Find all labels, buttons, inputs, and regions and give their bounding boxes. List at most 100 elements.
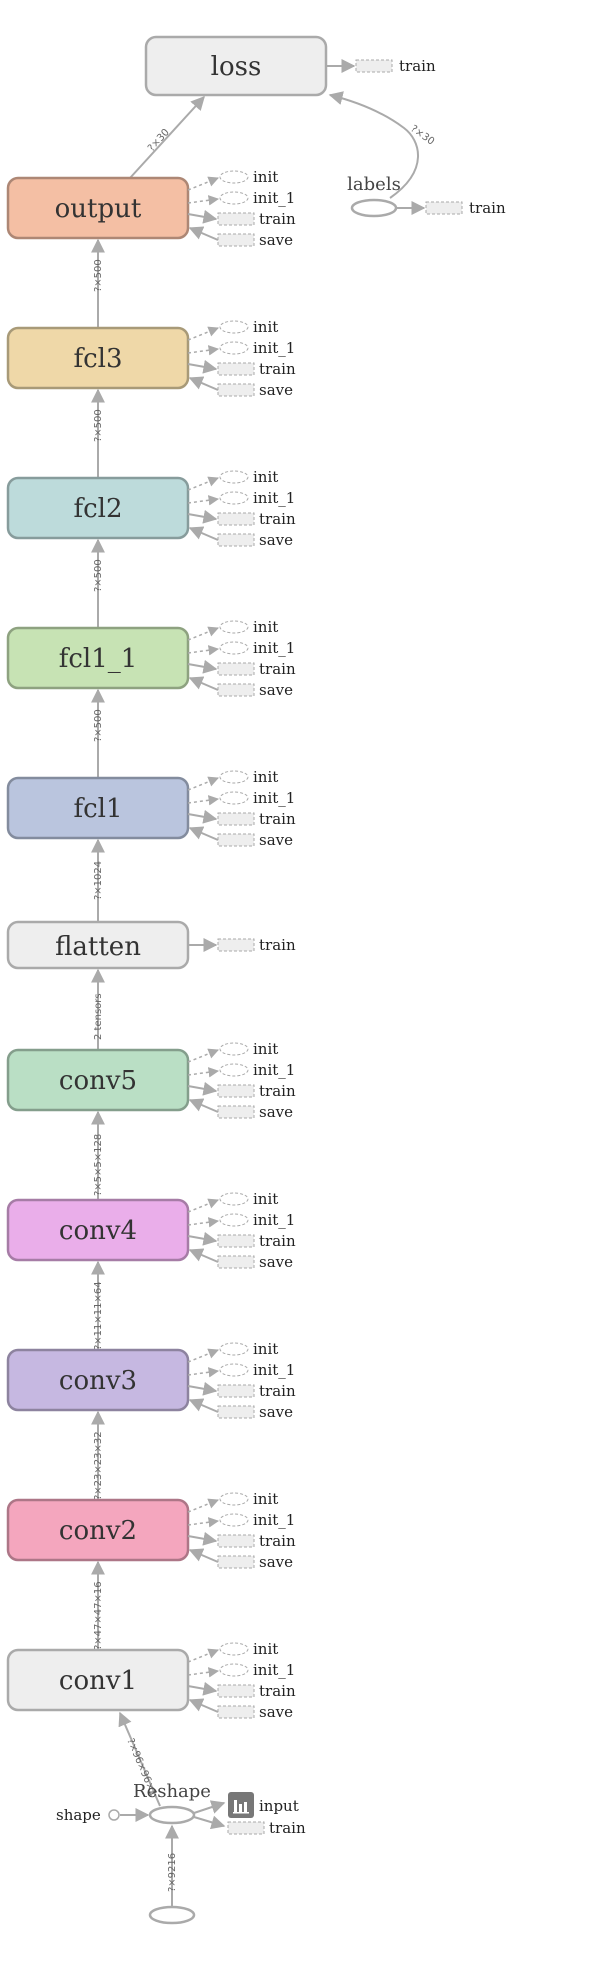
fcl3-init-node[interactable] xyxy=(219,320,249,334)
conv3-init1-node[interactable] xyxy=(219,1363,249,1377)
conv4-train-node[interactable] xyxy=(217,1234,255,1248)
node-conv4[interactable]: conv4 xyxy=(6,1198,190,1262)
reshape-op xyxy=(148,1805,196,1825)
labels-train-label: train xyxy=(469,199,506,217)
conv5-init1-node[interactable] xyxy=(219,1063,249,1077)
reshape-train-label: train xyxy=(269,1819,306,1837)
fcl2-init-node[interactable] xyxy=(219,470,249,484)
fcl1-label: fcl1 xyxy=(73,794,122,824)
node-flatten[interactable]: flatten xyxy=(6,920,190,970)
conv2-train-node[interactable] xyxy=(217,1534,255,1548)
node-loss[interactable]: loss xyxy=(144,35,328,97)
fcl1-train-node[interactable] xyxy=(217,812,255,826)
fcl2-train-node[interactable] xyxy=(217,512,255,526)
fcl1_1-save-node[interactable] xyxy=(217,683,255,697)
output-train-label: train xyxy=(259,210,296,228)
conv3-init-node[interactable] xyxy=(219,1342,249,1356)
conv1-init1-node[interactable] xyxy=(219,1663,249,1677)
fcl1-init1-label: init_1 xyxy=(253,789,295,807)
fcl2-train-label: train xyxy=(259,510,296,528)
fcl2-init1-label: init_1 xyxy=(253,489,295,507)
conv5-init-node[interactable] xyxy=(219,1042,249,1056)
conv5-train-node[interactable] xyxy=(217,1084,255,1098)
fcl2-save-label: save xyxy=(259,531,293,549)
conv2-init1-node[interactable] xyxy=(219,1513,249,1527)
output-save-node[interactable] xyxy=(217,233,255,247)
conv2-save-node[interactable] xyxy=(217,1555,255,1569)
node-conv2[interactable]: conv2 xyxy=(6,1498,190,1562)
node-conv1[interactable]: conv1 xyxy=(6,1648,190,1712)
fcl2-init1-node[interactable] xyxy=(219,491,249,505)
conv3-train-node[interactable] xyxy=(217,1384,255,1398)
output-init-node[interactable] xyxy=(219,170,249,184)
fcl1-fcl1_1-edge-label: ?×500 xyxy=(93,709,104,742)
node-fcl3[interactable]: fcl3 xyxy=(6,326,190,390)
node-conv5[interactable]: conv5 xyxy=(6,1048,190,1112)
fcl3-init-label: init xyxy=(253,318,278,336)
node-fcl1_1[interactable]: fcl1_1 xyxy=(6,626,190,690)
reshape-train-node[interactable] xyxy=(227,1821,265,1835)
input-reshape-edge-label: ?×9216 xyxy=(167,1853,178,1892)
node-labels[interactable]: labels xyxy=(347,174,401,218)
labels-train-box[interactable] xyxy=(425,201,463,215)
reshape-input-edge xyxy=(193,1800,226,1814)
fcl2-init-label: init xyxy=(253,468,278,486)
conv2-aux: init init_1 train save xyxy=(187,1490,296,1571)
fcl3-train-node[interactable] xyxy=(217,362,255,376)
output-init1-label: init_1 xyxy=(253,189,295,207)
conv3-conv4-edge-label: ?×11×11×64 xyxy=(93,1281,104,1350)
input-summary-icon[interactable] xyxy=(228,1792,254,1818)
conv3-save-label: save xyxy=(259,1403,293,1421)
labels-op xyxy=(350,198,398,218)
fcl1-save-label: save xyxy=(259,831,293,849)
flatten-fcl1-edge-label: ?×1024 xyxy=(93,861,104,900)
fcl1_1-save-label: save xyxy=(259,681,293,699)
node-fcl1[interactable]: fcl1 xyxy=(6,776,190,840)
conv4-box xyxy=(6,1198,190,1262)
output-init-label: init xyxy=(253,168,278,186)
fcl1_1-init-node[interactable] xyxy=(219,620,249,634)
conv2-init-node[interactable] xyxy=(219,1492,249,1506)
fcl1-init1-node[interactable] xyxy=(219,791,249,805)
conv4-init-label: init xyxy=(253,1190,278,1208)
input-placeholder-node[interactable] xyxy=(148,1905,196,1925)
reshape-train-edge xyxy=(193,1815,226,1830)
fcl3-init1-node[interactable] xyxy=(219,341,249,355)
node-conv3[interactable]: conv3 xyxy=(6,1348,190,1412)
conv1-init1-label: init_1 xyxy=(253,1661,295,1679)
conv1-init-node[interactable] xyxy=(219,1642,249,1656)
conv3-train-label: train xyxy=(259,1382,296,1400)
conv4-init-node[interactable] xyxy=(219,1192,249,1206)
conv4-save-label: save xyxy=(259,1253,293,1271)
fcl2-label: fcl2 xyxy=(73,494,122,524)
node-output[interactable]: output xyxy=(6,176,190,240)
conv4-init1-node[interactable] xyxy=(219,1213,249,1227)
fcl1_1-init1-node[interactable] xyxy=(219,641,249,655)
fcl1_1-train-node[interactable] xyxy=(217,662,255,676)
output-init1-node[interactable] xyxy=(219,191,249,205)
conv5-init1-label: init_1 xyxy=(253,1061,295,1079)
conv1-train-node[interactable] xyxy=(217,1684,255,1698)
conv5-save-node[interactable] xyxy=(217,1105,255,1119)
conv3-save-node[interactable] xyxy=(217,1405,255,1419)
conv2-train-label: train xyxy=(259,1532,296,1550)
node-fcl2[interactable]: fcl2 xyxy=(6,476,190,540)
fcl1_1-label: fcl1_1 xyxy=(59,644,138,674)
conv2-box xyxy=(6,1498,190,1562)
conv4-save-node[interactable] xyxy=(217,1255,255,1269)
shape-node[interactable] xyxy=(108,1809,120,1821)
conv1-init-label: init xyxy=(253,1640,278,1658)
output-train-node[interactable] xyxy=(217,212,255,226)
fcl3-init1-label: init_1 xyxy=(253,339,295,357)
node-reshape[interactable]: Reshape xyxy=(133,1781,211,1825)
fcl1-save-node[interactable] xyxy=(217,833,255,847)
flatten-train-node[interactable] xyxy=(217,938,255,952)
fcl3-save-node[interactable] xyxy=(217,383,255,397)
output-loss-edge xyxy=(129,95,205,179)
fcl2-save-node[interactable] xyxy=(217,533,255,547)
loss-train-box[interactable] xyxy=(355,59,393,73)
conv1-save-node[interactable] xyxy=(217,1705,255,1719)
conv1-conv2-edge-label: ?×47×47×16 xyxy=(93,1581,104,1650)
fcl1-init-node[interactable] xyxy=(219,770,249,784)
